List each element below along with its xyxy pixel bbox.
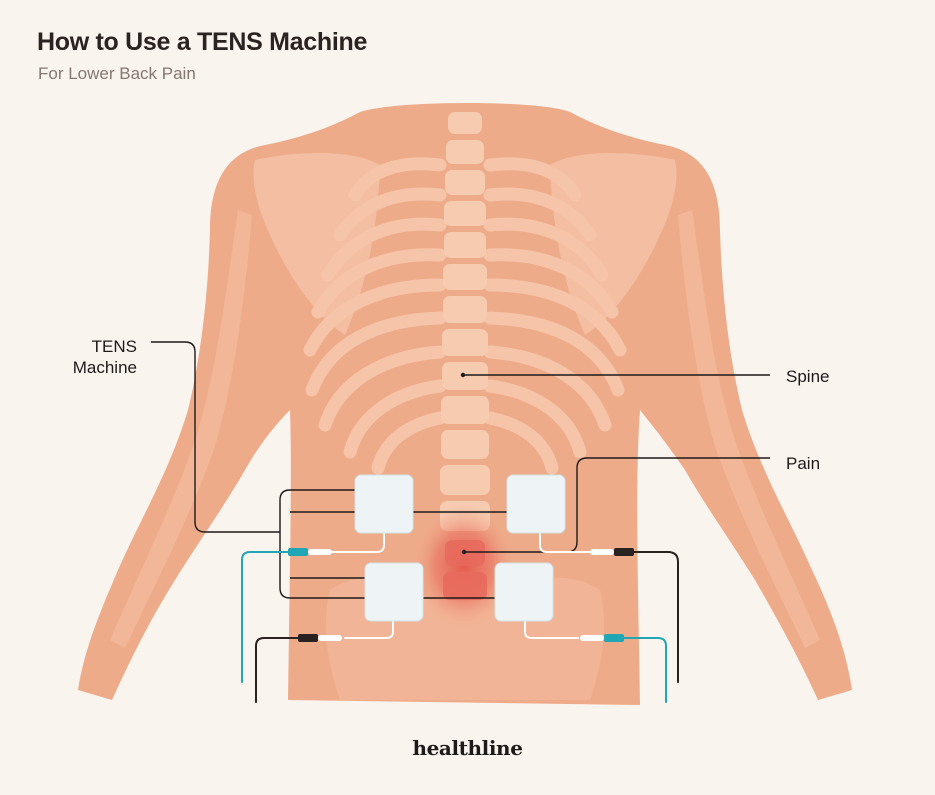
label-tens-line1: TENS <box>91 337 137 356</box>
lead-connectors <box>288 548 634 642</box>
label-pain: Pain <box>786 454 821 473</box>
label-spine: Spine <box>786 367 830 386</box>
electrode-pad-upper-right <box>506 474 566 534</box>
left-scapula <box>253 153 380 335</box>
electrode-pads <box>354 474 566 622</box>
brand-logo: healthline <box>412 736 523 760</box>
lead-wires <box>241 529 679 703</box>
label-tens-line2: Machine <box>72 358 137 377</box>
left-ribs <box>303 157 447 475</box>
electrode-pad-lower-left <box>364 562 424 622</box>
right-scapula <box>550 153 677 335</box>
page-subtitle: For Lower Back Pain <box>38 64 196 83</box>
label-tens-machine: TENS Machine <box>55 336 137 378</box>
page-title: How to Use a TENS Machine <box>37 28 368 56</box>
spine-vertebrae <box>440 112 490 531</box>
electrode-pad-lower-right <box>494 562 554 622</box>
electrode-pad-upper-left <box>354 474 414 534</box>
